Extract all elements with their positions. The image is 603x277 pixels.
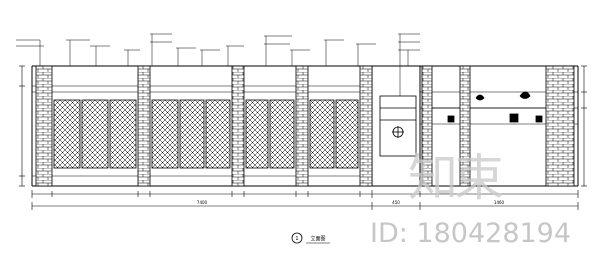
horizontal-dimensions	[31, 190, 579, 210]
lattice-screens	[53, 99, 359, 169]
right-dimension-label: 1460	[494, 200, 505, 205]
caption-index: 1	[295, 236, 298, 242]
brick-column	[421, 65, 433, 187]
brick-column	[359, 65, 373, 187]
overall-dimension-label: 7400	[197, 200, 208, 205]
brick-column	[459, 65, 471, 187]
vertical-dimensions	[19, 65, 587, 187]
watermark-id-text: ID: 180428194	[370, 218, 572, 249]
lattice-panel	[81, 99, 109, 169]
watermark-brand: 知束	[408, 138, 504, 210]
lattice-panel	[151, 99, 179, 169]
lattice-panel	[179, 99, 205, 169]
display-shelves	[379, 91, 546, 157]
lattice-panel	[205, 99, 231, 169]
lattice-panel	[245, 99, 269, 169]
lattice-panel	[109, 99, 137, 169]
brick-column	[137, 65, 151, 187]
brick-column	[545, 65, 575, 187]
brick-column	[35, 65, 53, 187]
caption-index-circle	[291, 232, 303, 244]
watermark-brand-glyphs: 知束	[408, 149, 504, 207]
lattice-panel	[269, 99, 295, 169]
brick-column	[295, 65, 309, 187]
drawing-caption: 1 立面图	[291, 232, 330, 244]
right-small-dimension-label: 450	[392, 200, 400, 205]
callout-leaders	[16, 33, 420, 96]
lattice-panel	[53, 99, 81, 169]
lattice-panel	[335, 99, 359, 169]
watermark-id: ID: 180428194	[370, 218, 571, 249]
brick-columns	[35, 65, 575, 187]
lattice-panel	[309, 99, 335, 169]
caption-title: 立面图	[310, 235, 325, 242]
brick-column	[231, 65, 245, 187]
